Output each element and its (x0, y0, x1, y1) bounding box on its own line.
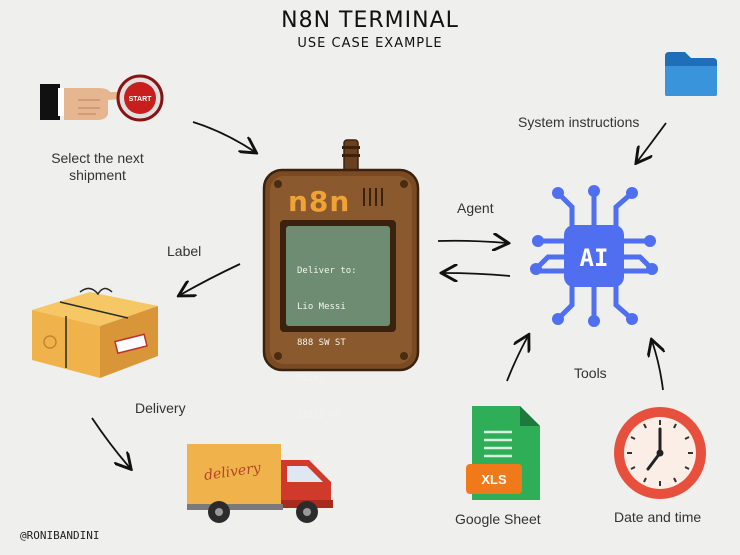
screen-line: Deliver to: (297, 266, 357, 276)
n8n-terminal-device-icon (262, 139, 420, 372)
agent-label: Agent (457, 200, 494, 216)
author-credit: @RONIBANDINI (20, 529, 100, 542)
label-label: Label (167, 243, 202, 259)
xls-text: XLS (481, 472, 507, 487)
screen-line: Miami (297, 374, 325, 384)
arrow-instructions-to-ai (637, 122, 667, 162)
arrow-clock-to-ai (652, 341, 663, 391)
arrow-terminal-to-ai (437, 241, 507, 243)
screen-line: 33131 US (297, 410, 341, 420)
start-button-text: START (129, 96, 153, 103)
select-shipment-label: Select the next shipment (51, 150, 144, 183)
system-instructions-label: System instructions (518, 114, 640, 130)
arrow-terminal-to-box (180, 263, 241, 295)
package-box-icon (32, 287, 158, 378)
hand-pointing-start-button-icon: START (40, 74, 164, 122)
spreadsheet-icon: XLS (466, 406, 540, 500)
arrow-sheet-to-ai (506, 336, 528, 382)
terminal-screen: Deliver to: Lio Messi 888 SW ST Miami 33… (297, 241, 357, 433)
ai-chip-icon: AI (530, 185, 658, 327)
screen-line: 888 SW ST (297, 338, 346, 348)
folder-icon (665, 52, 717, 96)
arrow-ai-to-terminal (443, 273, 511, 276)
clock-icon (614, 407, 706, 499)
date-time-label: Date and time (614, 509, 702, 525)
delivery-label: Delivery (135, 400, 186, 416)
google-sheet-label: Google Sheet (455, 511, 541, 527)
tools-label: Tools (574, 365, 607, 381)
diagram-title: N8N TERMINAL (281, 8, 459, 33)
screen-line: Lio Messi (297, 302, 346, 312)
arrow-box-to-truck (91, 417, 130, 468)
diagram-subtitle: USE CASE EXAMPLE (297, 36, 443, 51)
delivery-truck-icon: delivery (187, 444, 333, 523)
ai-chip-text: AI (580, 244, 609, 272)
n8n-logo-text: n8n (288, 185, 351, 218)
arrow-start-to-terminal (192, 121, 255, 152)
